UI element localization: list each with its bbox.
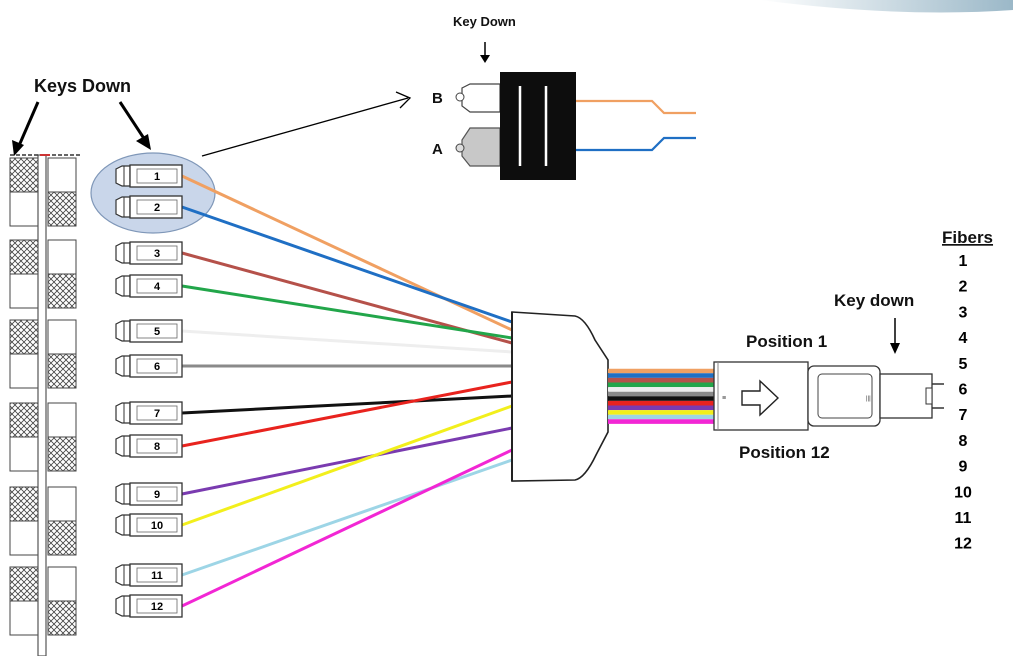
fiber-line-1 [181, 174, 513, 332]
fiber-ribbon [608, 368, 714, 424]
keys-down-arrows [12, 101, 151, 156]
connector-10: 10 [115, 513, 183, 537]
fiber-number: 9 [959, 459, 968, 476]
callout-arrow [201, 91, 412, 157]
fiber-line-8 [181, 380, 513, 448]
decorative-swoosh [760, 0, 1013, 13]
fiber-number: 1 [959, 253, 968, 270]
connector-label: 12 [151, 601, 163, 613]
connector-3: 3 [115, 241, 183, 265]
key-down-right-arrow [890, 318, 900, 354]
fiber-number: 6 [959, 382, 968, 399]
tray-rod [37, 154, 47, 656]
fanout-module [511, 311, 609, 482]
svg-text:≡: ≡ [722, 395, 726, 402]
tray-slot-pair [9, 486, 77, 556]
connector-7: 7 [115, 401, 183, 425]
connector-label: 11 [151, 570, 163, 582]
fiber-number: 3 [959, 304, 968, 321]
fibers-header: Fibers [942, 228, 993, 247]
port-b-label: B [432, 90, 443, 107]
connector-label: 9 [154, 489, 160, 501]
connector-label: 3 [154, 248, 160, 260]
fiber-number: 5 [959, 356, 968, 373]
connector-8: 8 [115, 434, 183, 458]
connector-1: 1 [115, 164, 183, 188]
connector-12: 12 [115, 594, 183, 618]
fiber-number: 11 [955, 510, 972, 527]
duplex-zoom [455, 72, 696, 180]
tray-slot-pair [9, 157, 77, 227]
connector-label: 4 [154, 281, 161, 293]
mpo-connector: ≡ ||| [713, 361, 944, 431]
left-tray [9, 154, 80, 656]
connector-9: 9 [115, 482, 183, 506]
direction-arrow-icon [741, 379, 780, 417]
tray-slots [9, 157, 77, 636]
key-down-top-arrow [480, 42, 490, 63]
fiber-line-12 [181, 448, 513, 608]
connector-label: 5 [154, 326, 160, 338]
keys-down-label: Keys Down [34, 76, 131, 96]
zoom-fiber-blue [576, 136, 696, 152]
connector-label: 8 [154, 441, 160, 453]
fiber-line-7 [181, 394, 513, 415]
connector-6: 6 [115, 354, 183, 378]
fiber-number: 7 [959, 407, 968, 424]
fiber-line-2 [181, 205, 513, 324]
fiber-number: 4 [959, 330, 968, 347]
tray-slot-pair [9, 239, 77, 309]
tray-slot-pair [9, 402, 77, 472]
connector-label: 6 [154, 361, 160, 373]
fiber-number: 2 [959, 279, 968, 296]
connector-label: 10 [151, 520, 163, 532]
connector-5: 5 [115, 319, 183, 343]
duplex-housing [500, 72, 576, 180]
fiber-line-5 [181, 329, 513, 354]
connector-label: 1 [154, 171, 160, 183]
svg-text:|||: ||| [866, 396, 871, 402]
fiber-line-11 [181, 458, 513, 577]
tray-slot-pair [9, 319, 77, 389]
position-1-label: Position 1 [746, 332, 827, 351]
fiber-number: 12 [954, 536, 972, 553]
fiber-line-9 [181, 426, 513, 496]
connector-11: 11 [115, 563, 183, 587]
fiber-number: 10 [954, 484, 972, 501]
fiber-line-4 [181, 284, 513, 340]
key-down-right-label: Key down [834, 291, 914, 310]
key-down-top-label: Key Down [453, 14, 516, 29]
connector-2: 2 [115, 195, 183, 219]
position-12-label: Position 12 [739, 443, 830, 462]
fiber-number: 8 [959, 433, 968, 450]
port-a-label: A [432, 141, 443, 158]
fiber-lines [181, 174, 513, 608]
fiber-line-10 [181, 404, 513, 527]
tray-slot-pair [9, 566, 77, 636]
connector-4: 4 [115, 274, 183, 298]
zoom-fiber-orange [576, 99, 696, 115]
connector-label: 2 [154, 202, 160, 214]
connector-label: 7 [154, 408, 160, 420]
